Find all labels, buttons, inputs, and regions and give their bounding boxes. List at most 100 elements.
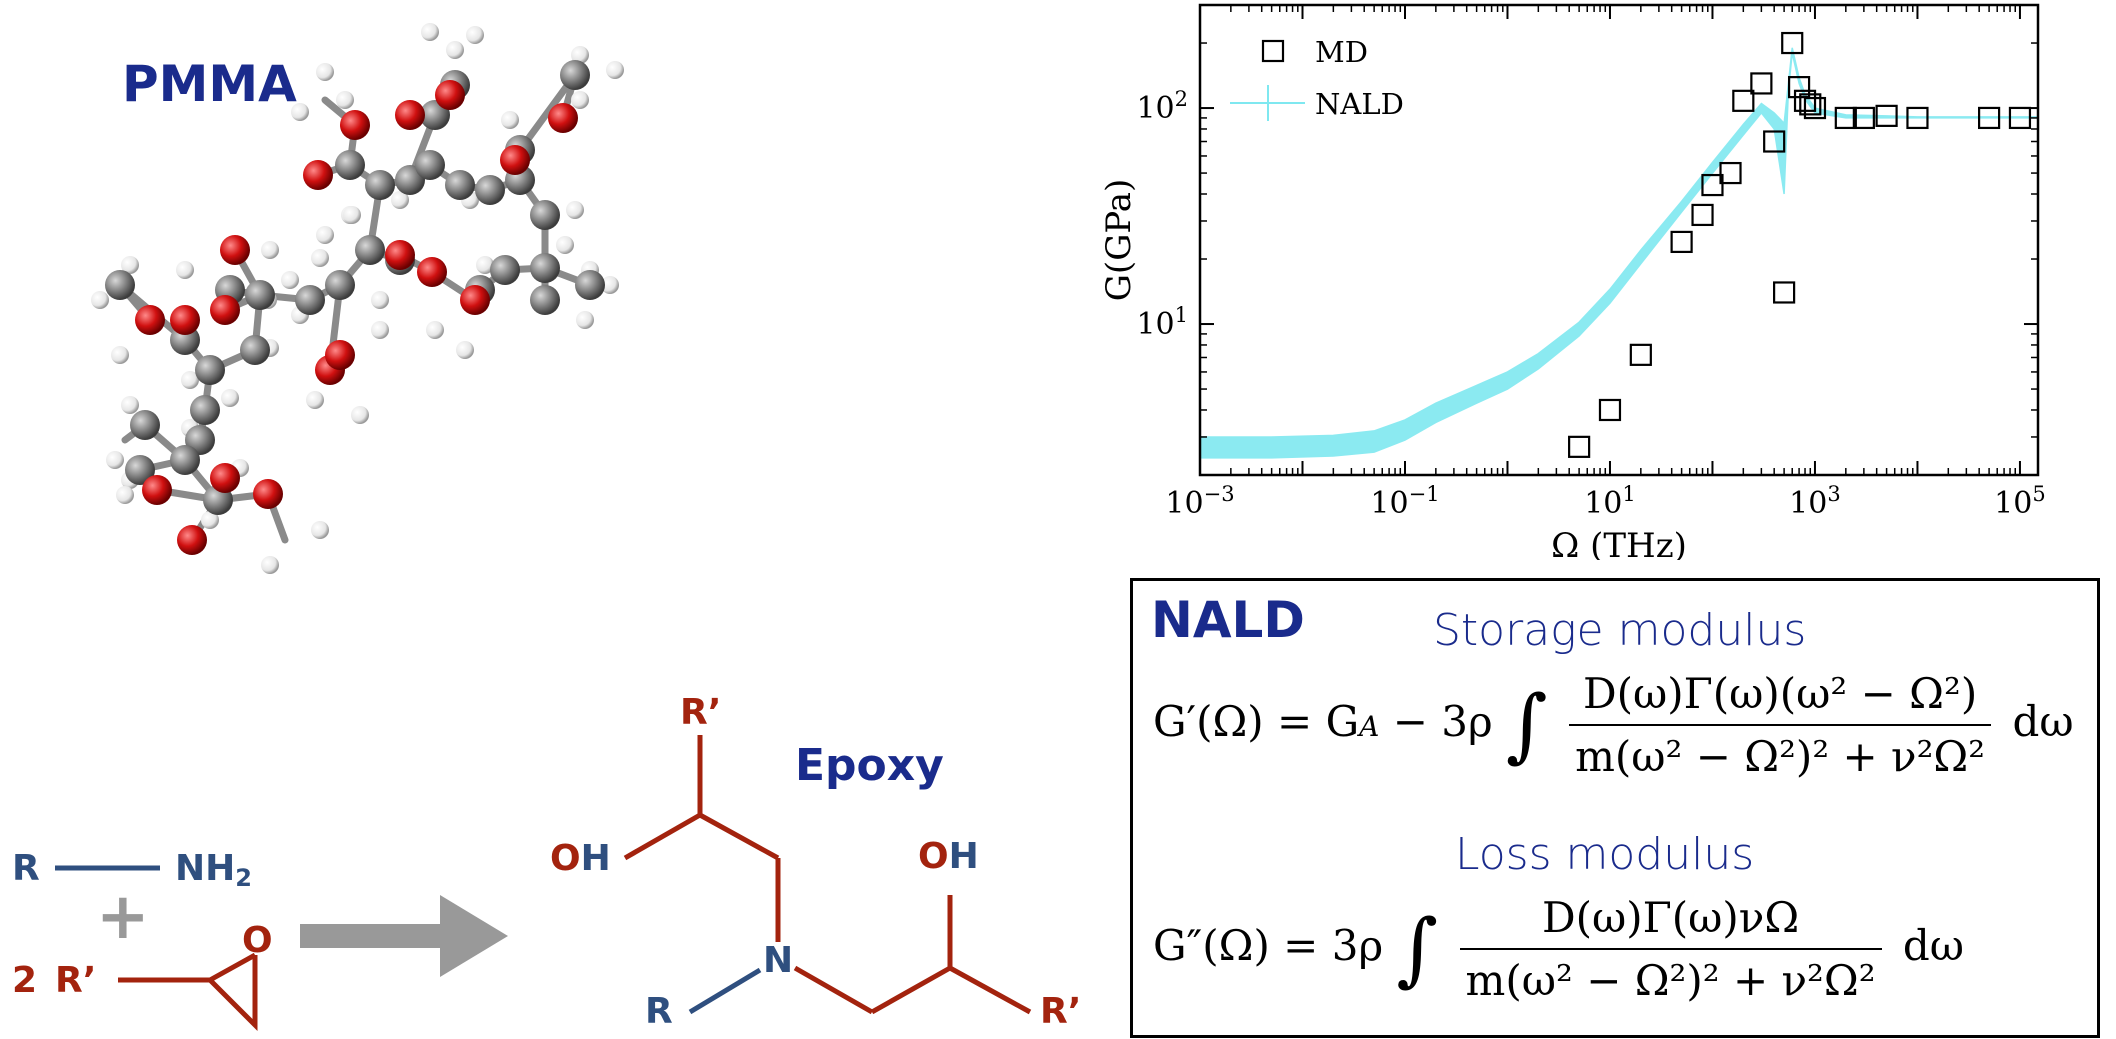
hydrogen-atom	[556, 236, 574, 254]
md-data-point	[1781, 31, 1804, 55]
hydrogen-atom	[116, 486, 134, 504]
hydrogen-atom	[571, 46, 589, 64]
oxygen-atom	[435, 80, 465, 110]
oxygen-atom	[210, 295, 240, 325]
oxygen-atom	[142, 475, 172, 505]
x-tick-label: 10−1	[1370, 482, 1439, 521]
loss-modulus-label: Loss modulus	[1455, 829, 1755, 880]
legend-nald-label: NALD	[1315, 87, 1404, 121]
oxygen-atom	[340, 110, 370, 140]
oxygen-atom	[253, 479, 283, 509]
hydrogen-atom	[121, 396, 139, 414]
x-tick-label: 101	[1584, 482, 1636, 521]
carbon-atom	[475, 175, 505, 205]
hydrogen-atom	[421, 23, 439, 41]
oxygen-atom	[210, 463, 240, 493]
hydrogen-atom	[281, 271, 299, 289]
carbon-atom	[195, 355, 225, 385]
oxygen-atom	[417, 257, 447, 287]
hydrogen-atom	[316, 63, 334, 81]
hydrogen-atom	[576, 311, 594, 329]
hydrogen-atom	[466, 26, 484, 44]
axis-ticks	[1199, 4, 2038, 476]
x-axis-label: Ω (THz)	[1551, 526, 1687, 560]
oxygen-atom	[135, 305, 165, 335]
md-data-point	[1701, 173, 1724, 197]
epoxy-nitrogen: N	[763, 940, 793, 981]
md-data-point	[1852, 106, 1875, 130]
storage-modulus-label: Storage modulus	[1433, 605, 1807, 656]
md-data-point	[1732, 89, 1755, 112]
hydrogen-atom	[601, 276, 619, 294]
hydrogen-atom	[306, 391, 324, 409]
carbon-atom	[105, 270, 135, 300]
hydrogen-atom	[176, 261, 194, 279]
md-data-point	[1568, 435, 1591, 458]
hydrogen-atom	[111, 346, 129, 364]
hydrogen-atom	[571, 91, 589, 109]
md-data-point	[1834, 106, 1857, 130]
carbon-atom	[125, 455, 155, 485]
y-tick-label: 102	[1136, 87, 1188, 126]
carbon-atom	[355, 235, 385, 265]
oxygen-atom	[548, 103, 578, 133]
hydrogen-atom	[391, 191, 409, 209]
epoxy-rprime-top: R’	[680, 692, 721, 733]
reactant-rprime-label: R’	[55, 960, 96, 1001]
hydrogen-atom	[336, 91, 354, 109]
hydrogen-atom	[91, 291, 109, 309]
hydrogen-atom	[121, 256, 139, 274]
oxygen-atom	[385, 240, 415, 270]
hydrogen-atom	[201, 511, 219, 529]
oxygen-atom	[170, 305, 200, 335]
carbon-atom	[190, 395, 220, 425]
md-data-point	[1629, 343, 1652, 366]
carbon-atom	[530, 285, 560, 315]
epoxy-r-label: R	[645, 991, 673, 1032]
hydrogen-atom	[343, 206, 361, 224]
hydrogen-atom	[351, 406, 369, 424]
epoxy-product-bonds	[623, 735, 1032, 1015]
x-tick-label: 105	[1994, 482, 2046, 521]
plot-frame	[1198, 3, 2040, 477]
pmma-molecule	[91, 23, 624, 574]
hydrogen-atom	[311, 249, 329, 267]
carbon-atom	[170, 445, 200, 475]
carbon-atom	[560, 60, 590, 90]
md-data-point	[1875, 104, 1898, 127]
carbon-atom	[130, 410, 160, 440]
oxygen-atom	[395, 100, 425, 130]
nald-box-title: NALD	[1151, 591, 1305, 649]
hydrogen-atom	[311, 521, 329, 539]
plus-sign: +	[96, 880, 150, 954]
epoxy-oh-right: OH	[918, 836, 979, 877]
epoxide-ring	[208, 955, 258, 1032]
legend-md-label: MD	[1315, 35, 1368, 69]
amine-label: NH2	[175, 848, 252, 892]
md-data-point	[1787, 76, 1811, 99]
pmma-title: PMMA	[122, 55, 297, 113]
hydrogen-atom	[566, 201, 584, 219]
carbon-atom	[575, 270, 605, 300]
oxygen-atom	[460, 285, 490, 315]
md-data-point	[1763, 130, 1786, 153]
coefficient-label: 2	[12, 960, 37, 1001]
md-data-point	[1670, 230, 1693, 254]
carbon-atom	[240, 335, 270, 365]
carbon-atom	[530, 200, 560, 230]
hydrogen-atom	[316, 226, 334, 244]
x-tick-label: 10−3	[1165, 482, 1234, 521]
carbon-atom	[415, 150, 445, 180]
hydrogen-atom	[371, 321, 389, 339]
carbon-atom	[335, 150, 365, 180]
carbon-atom	[445, 170, 475, 200]
reactant-r-label: R	[12, 848, 40, 889]
y-axis-label: G(GPa)	[1100, 179, 1139, 301]
oxygen-atom	[500, 145, 530, 175]
carbon-atom	[245, 280, 275, 310]
oxygen-atom	[303, 160, 333, 190]
md-data-point	[1803, 96, 1827, 120]
plot-legend: MD NALD	[1230, 35, 1404, 121]
